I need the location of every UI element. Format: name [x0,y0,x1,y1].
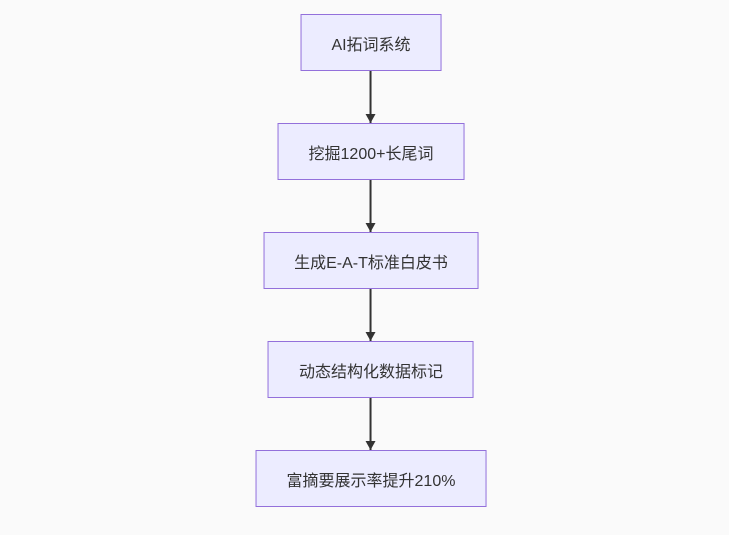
flow-node-longtail-mining: 挖掘1200+长尾词 [277,123,465,180]
arrow-down-icon [366,332,376,341]
flow-node-eat-whitepaper: 生成E-A-T标准白皮书 [263,232,479,289]
flow-node-structured-data-markup: 动态结构化数据标记 [267,341,474,398]
flow-arrow-2 [366,180,376,232]
flowchart: AI拓词系统 挖掘1200+长尾词 生成E-A-T标准白皮书 动态结构化数据标记… [255,14,487,507]
arrow-down-icon [366,223,376,232]
arrow-down-icon [366,114,376,123]
arrow-down-icon [366,441,376,450]
flow-node-ai-keyword-system: AI拓词系统 [300,14,442,71]
flow-arrow-1 [366,71,376,123]
flow-arrow-3 [366,289,376,341]
flow-arrow-4 [366,398,376,450]
flow-node-rich-snippet-result: 富摘要展示率提升210% [255,450,487,507]
